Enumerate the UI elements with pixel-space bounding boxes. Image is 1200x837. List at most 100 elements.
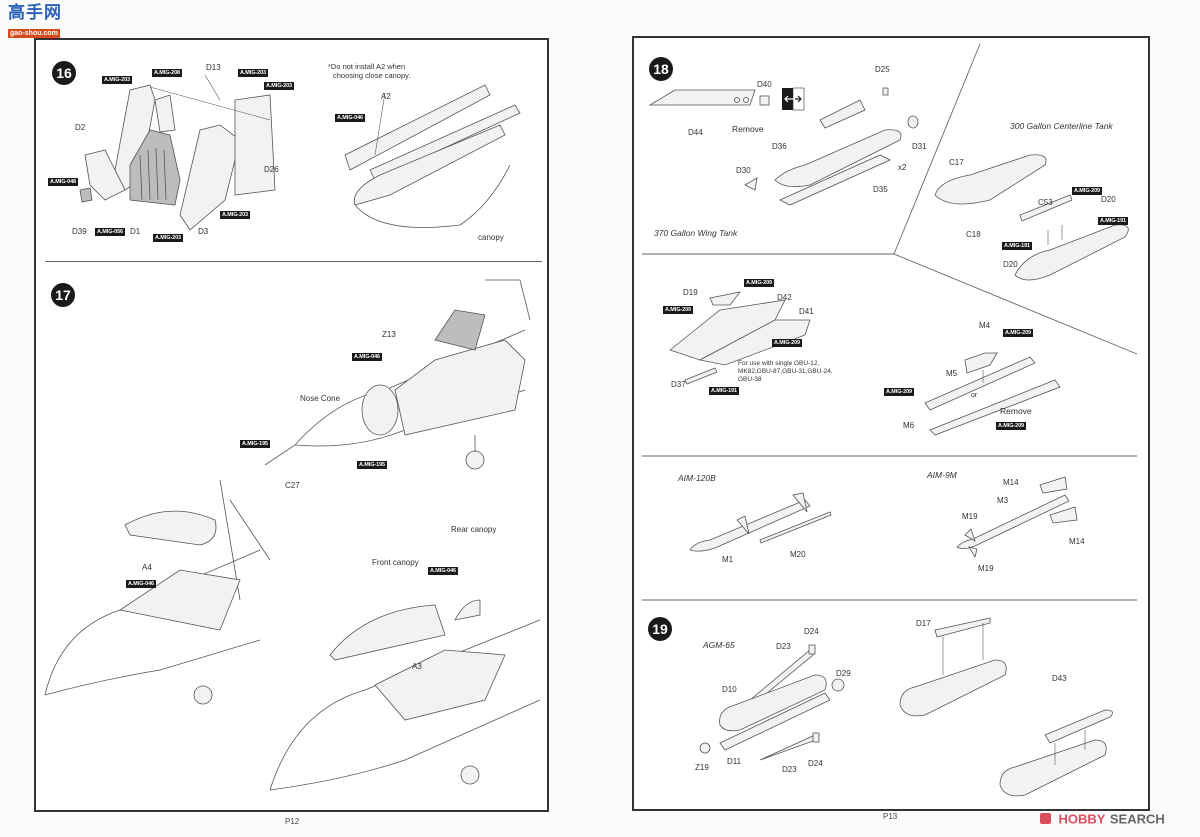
watermark-search: SEARCH	[1109, 811, 1165, 827]
part-D26: D26	[264, 165, 279, 174]
paint-code: A.MIG-208	[152, 69, 182, 78]
step-18-badge: 18	[649, 57, 673, 81]
centerline-tank-drawing	[934, 154, 1129, 281]
part-M14: M14	[1003, 478, 1019, 487]
part-D42: D42	[777, 293, 792, 302]
agm65-assembled-drawing	[899, 617, 1113, 797]
part-D29: D29	[836, 669, 851, 678]
option-or: or	[971, 392, 978, 399]
part-D3: D3	[198, 227, 209, 236]
part-remove: Remove	[732, 124, 764, 134]
watermark-logo: 高手网 gao-shou.com	[8, 3, 68, 38]
watermark-domain: gao-shou.com	[8, 29, 60, 38]
nose-assembly-drawing	[264, 279, 531, 470]
paint-code: A.MIG-046	[428, 567, 458, 576]
paint-code: A.MIG-046	[335, 114, 365, 123]
missile-launcher-drawing	[924, 352, 1061, 436]
step-16-badge: 16	[52, 61, 76, 85]
hobby-search-watermark: HOBBY SEARCH	[1040, 810, 1165, 826]
paint-code: A.MIG-209	[744, 279, 774, 288]
part-nose-cone: Nose Cone	[300, 394, 341, 403]
part-D37: D37	[671, 380, 686, 389]
part-D19: D19	[683, 288, 698, 297]
wing-tank-title: 370 Gallon Wing Tank	[654, 228, 738, 238]
part-D44: D44	[688, 128, 703, 137]
part-A4: A4	[142, 563, 152, 572]
note-line: choosing close canopy.	[333, 71, 411, 81]
part-D39: D39	[72, 227, 87, 236]
wing-tank-drawing	[648, 87, 919, 206]
step-19-badge: 19	[648, 617, 672, 641]
paint-code: A.MIG-203	[153, 234, 183, 243]
part-D17: D17	[916, 619, 931, 628]
part-Z13: Z13	[382, 330, 396, 339]
part-D13: D13	[206, 63, 221, 72]
part-M6: M6	[903, 421, 915, 430]
part-remove: Remove	[1000, 406, 1032, 416]
part-D24: D24	[804, 627, 819, 636]
watermark-chars: 高手网	[8, 3, 62, 22]
canopy-rails-drawing	[344, 84, 521, 228]
pylon-note: For use with single GBU-12, MK82,GBU-87,…	[738, 360, 833, 384]
front-fuselage-canopy-open-drawing	[44, 479, 271, 705]
part-M5: M5	[946, 369, 958, 378]
part-D2: D2	[75, 123, 86, 132]
part-C17: C17	[949, 158, 964, 167]
part-D20: D20	[1101, 195, 1116, 204]
part-D41: D41	[799, 307, 814, 316]
part-A3: A3	[412, 662, 422, 671]
step-divider	[45, 261, 542, 262]
note-line: *Do not install A2 when	[328, 62, 406, 71]
paint-code: A.MIG-209	[996, 422, 1026, 431]
paint-code: A.MIG-203	[238, 69, 268, 78]
paint-code: A.MIG-046	[126, 580, 156, 589]
canopy-note: *Do not install A2 when choosing close c…	[328, 62, 410, 81]
paint-code: A.MIG-203	[102, 76, 132, 85]
aim9m-title: AIM-9M	[927, 470, 957, 480]
hobby-search-logo-icon	[1040, 813, 1051, 825]
paint-code: A.MIG-056	[95, 228, 125, 237]
note-line: GBU-38	[738, 376, 762, 384]
part-M14: M14	[1069, 537, 1085, 546]
quantity-x2: x2	[898, 163, 907, 172]
part-M1: M1	[722, 555, 734, 564]
part-D31: D31	[912, 142, 927, 151]
part-C53: C53	[1038, 198, 1053, 207]
part-D1: D1	[130, 227, 141, 236]
part-M3: M3	[997, 496, 1009, 505]
aim120b-title: AIM-120B	[678, 473, 716, 483]
front-fuselage-canopy-closed-drawing	[269, 599, 541, 791]
pylon-drawing	[669, 291, 811, 385]
paint-code: A.MIG-046	[352, 353, 382, 362]
agm65-exploded-drawing	[699, 644, 845, 761]
part-M19: M19	[962, 512, 978, 521]
paint-code: A.MIG-209	[1072, 187, 1102, 196]
part-M4: M4	[979, 321, 991, 330]
part-D30: D30	[736, 166, 751, 175]
part-D24: D24	[808, 759, 823, 768]
section-dividers	[642, 43, 1138, 601]
paint-code: A.MIG-209	[772, 339, 802, 348]
aim9m-drawing	[956, 476, 1078, 559]
ejection-seat-drawing	[79, 74, 276, 231]
paint-code: A.MIG-203	[264, 82, 294, 91]
paint-code: A.MIG-048	[48, 178, 78, 187]
part-D43: D43	[1052, 674, 1067, 683]
part-Z19: Z19	[695, 763, 709, 772]
paint-code: A.MIG-191	[1098, 217, 1128, 226]
paint-code: A.MIG-209	[884, 388, 914, 397]
page-number: P13	[883, 812, 898, 821]
paint-code: A.MIG-191	[1002, 242, 1032, 251]
part-C18: C18	[966, 230, 981, 239]
part-D11: D11	[727, 757, 742, 766]
part-D36: D36	[772, 142, 787, 151]
paint-code: A.MIG-191	[709, 387, 739, 396]
part-M19: M19	[978, 564, 994, 573]
part-D20: D20	[1003, 260, 1018, 269]
part-rear-canopy: Rear canopy	[451, 525, 497, 534]
paint-code: A.MIG-195	[357, 461, 387, 470]
agm65-title: AGM-65	[703, 640, 735, 650]
paint-code: A.MIG-203	[220, 211, 250, 220]
note-line: MK82,GBU-87,GBU-31,GBU-24,	[738, 368, 833, 376]
part-D40: D40	[757, 80, 772, 89]
